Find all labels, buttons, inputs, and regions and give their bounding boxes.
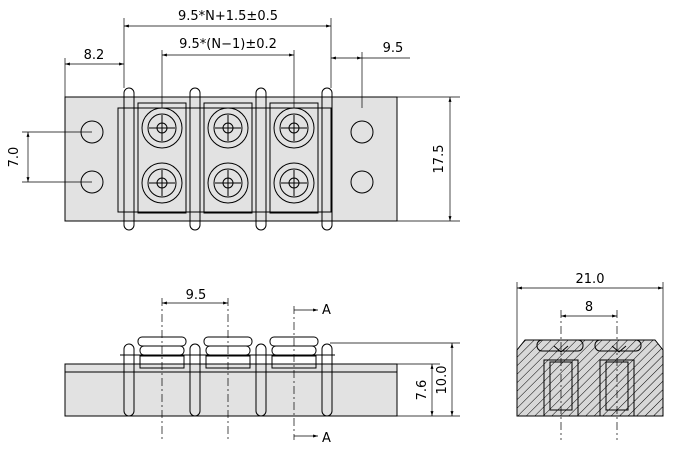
side-width-label: 21.0 — [576, 272, 605, 287]
hole-spacing-label: 7.0 — [7, 147, 22, 168]
dim-heights-front: 7.6 10.0 — [330, 342, 460, 417]
dim-hole-spacing: 7.0 — [7, 131, 92, 183]
dim-body-height: 17.5 — [397, 96, 460, 222]
dim-pitch-front: 9.5 — [162, 288, 228, 305]
dim-overall-length: 9.5*N+1.5±0.5 — [123, 9, 332, 88]
side-pitch-label: 8 — [585, 300, 593, 315]
barrier-ribs — [123, 87, 333, 231]
top-view: 9.5*N+1.5±0.5 9.5*(N−1)±0.2 8.2 9.5 7.0 — [7, 9, 460, 231]
section-marker-a-bottom: A — [294, 431, 331, 446]
side-section-view: 21.0 8 — [516, 272, 664, 440]
pitch-span-label: 9.5*(N−1)±0.2 — [179, 37, 277, 52]
dim-pitch-top: 9.5 — [331, 41, 410, 108]
front-view: 9.5 A A 7.6 10.0 — [64, 288, 460, 446]
dim-side-pitch: 8 — [561, 300, 617, 318]
section-label-bottom: A — [322, 431, 331, 446]
total-height-label: 10.0 — [435, 366, 450, 395]
pitch-top-label: 9.5 — [383, 41, 404, 56]
base-height-label: 7.6 — [415, 380, 430, 401]
section-marker-a-top: A — [294, 303, 331, 318]
dim-pitch-span: 9.5*(N−1)±0.2 — [161, 37, 295, 108]
flange-width-label: 8.2 — [84, 48, 105, 63]
body-height-label: 17.5 — [432, 145, 447, 174]
terminal-screws — [137, 102, 319, 214]
pitch-front-label: 9.5 — [186, 288, 207, 303]
overall-length-label: 9.5*N+1.5±0.5 — [178, 9, 278, 24]
dim-side-width: 21.0 — [516, 272, 664, 350]
section-label-top: A — [322, 303, 331, 318]
dim-flange: 8.2 — [64, 48, 124, 97]
